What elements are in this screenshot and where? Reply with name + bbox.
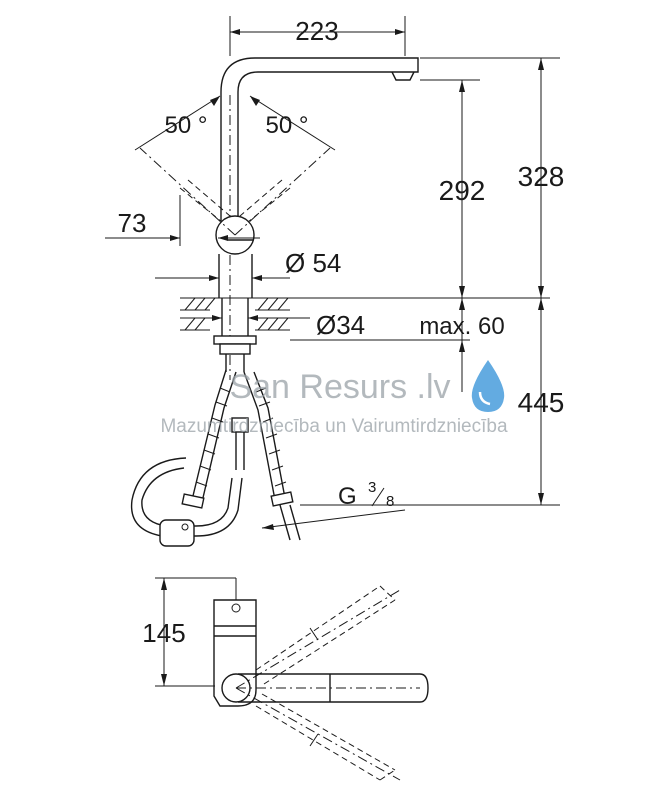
water-drop-icon <box>471 360 505 412</box>
swivel-right-label: 50 ° <box>266 112 309 139</box>
thread-denominator-label: 8 <box>386 493 394 510</box>
watermark-brand: San Resurs .lv <box>229 368 450 406</box>
under-deck-length-label: 445 <box>518 387 565 418</box>
connection-thread-label: G <box>338 483 357 510</box>
mount-hole-diameter-label: Ø34 <box>316 310 365 340</box>
height-to-outlet-label: 292 <box>439 175 486 206</box>
swivel-left-label: 50 ° <box>165 112 208 139</box>
lever-offset-label: 73 <box>118 208 147 238</box>
spout-reach-label: 223 <box>295 16 338 46</box>
faucet-front-view <box>130 57 550 547</box>
hose-weight <box>159 519 195 547</box>
watermark: San Resurs .lv Mazumtirdzniecība un Vair… <box>160 360 508 437</box>
watermark-tagline: Mazumtirdzniecība un Vairumtirdzniecība <box>160 416 508 437</box>
dimension-labels: 223 50 ° 50 ° 73 Ø 54 292 328 Ø34 max. 6… <box>118 16 565 648</box>
total-height-label: 328 <box>518 161 565 192</box>
handle-diameter-label: Ø 54 <box>285 248 341 278</box>
thread-numerator-label: 3 <box>368 479 376 496</box>
faucet-top-view <box>155 577 429 781</box>
max-thickness-label: max. 60 <box>419 313 504 340</box>
dimension-lines <box>105 16 560 530</box>
